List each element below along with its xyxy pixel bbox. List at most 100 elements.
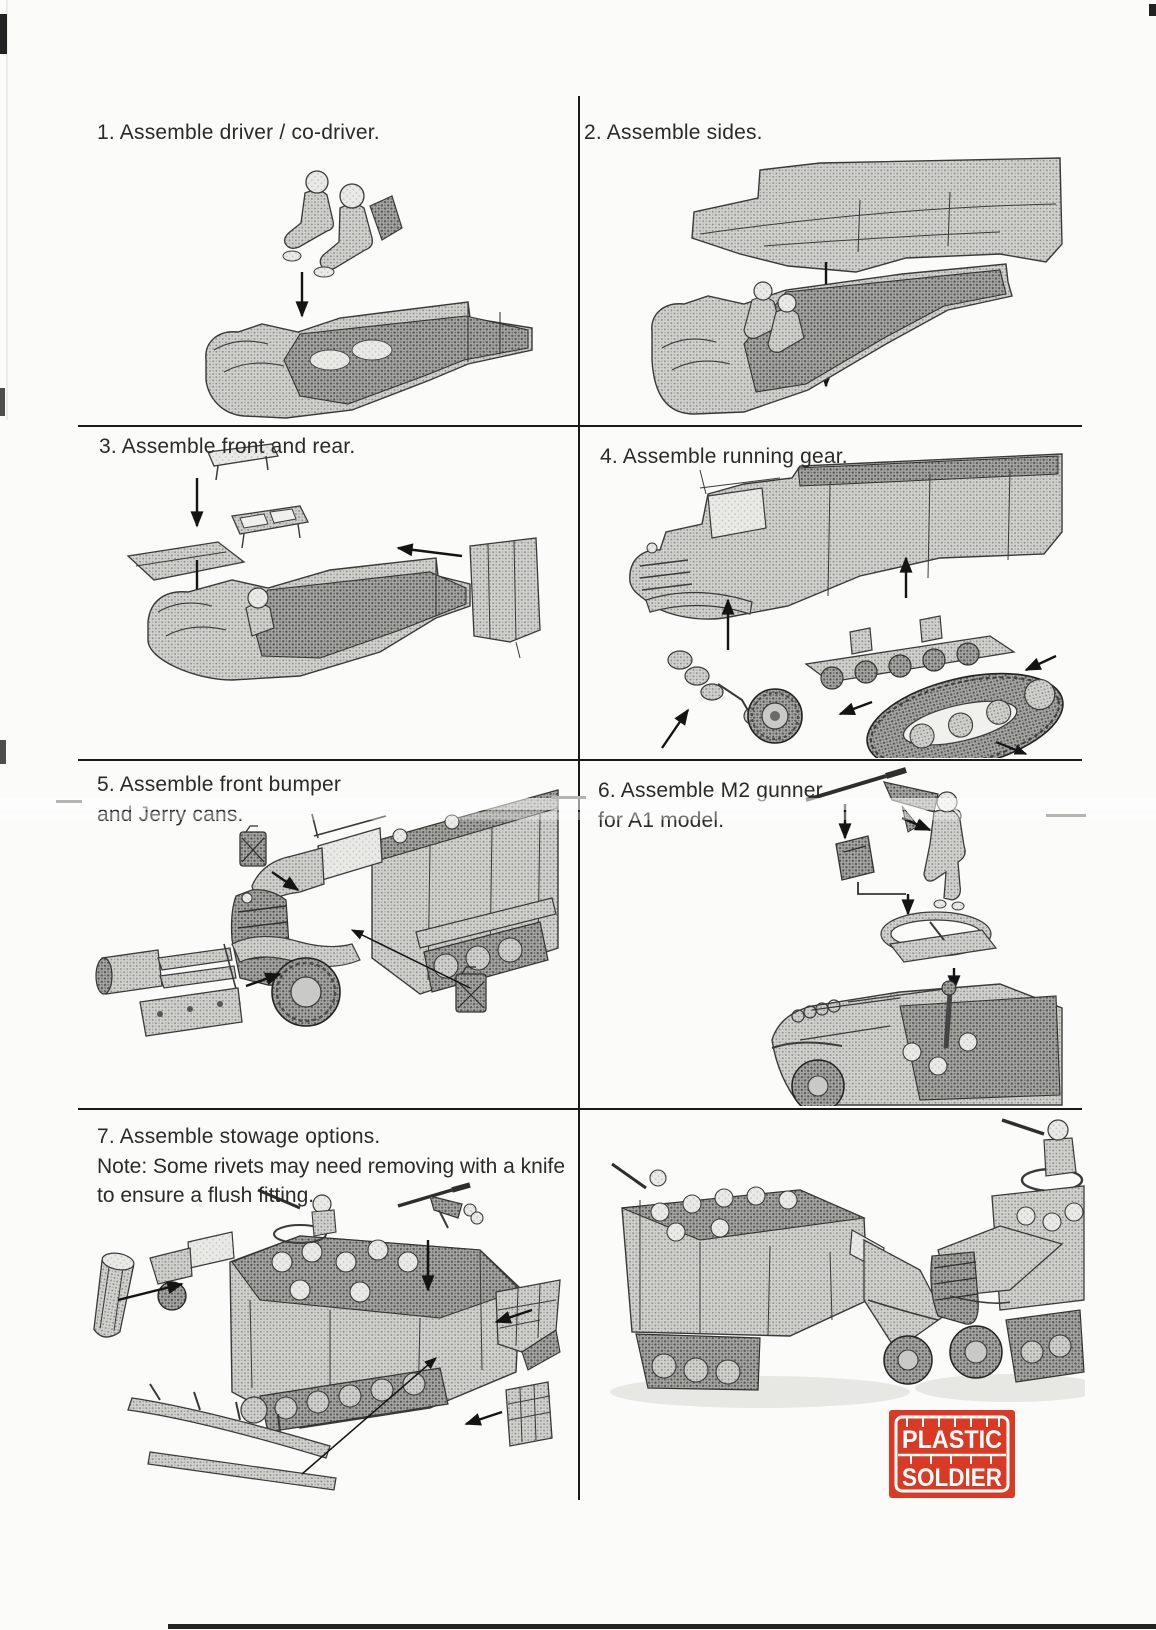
helmet-icon [247,587,269,609]
connector-line [857,882,906,895]
chassis-floor-part [205,301,533,419]
rear-ramp-part [126,541,246,581]
step-2-title-line: 2. Assemble sides. [584,121,763,144]
step-4-title: 4. Assemble running gear. [600,442,848,472]
step-2-title: 2. Assemble sides. [584,118,763,148]
right-arrow-icon [245,972,282,988]
helmet-icon [339,183,365,209]
step-7-note-line-1: Note: Some rivets may need removing with… [97,1155,566,1178]
scan-streak [0,812,1156,820]
scan-edge-mark [0,740,6,764]
completed-models-illustration [610,1118,1085,1408]
helmet-icon [349,1281,371,1303]
step-6-title: 6. Assemble M2 gunner for A1 model. [598,776,823,836]
jerry-can-part [239,825,267,867]
front-axle-parts [667,650,761,725]
helmet-icon [777,293,797,313]
helmet-icon [289,1279,311,1301]
helmet-icon [271,1251,293,1273]
step-3-title-line: 3. Assemble front and rear. [99,435,356,458]
divider-horizontal-3 [78,1108,1082,1110]
helmet-icon [1016,1206,1036,1226]
helmet-icon [397,1251,419,1273]
step-2-illustration [651,157,1063,415]
helmet-icon [958,1032,978,1052]
step-4-title-line: 4. Assemble running gear. [600,445,848,468]
driver-codriver-figures [282,170,403,278]
bogie-assembly-part [804,615,1016,690]
plastic-soldier-logo-svg: PLASTIC SOLDIER [889,1410,1015,1498]
side-panel-part [691,157,1063,273]
up-arrow-icon [661,708,689,749]
step-1-title-line: 1. Assemble driver / co-driver. [97,121,380,144]
tarp-roll-part [93,1252,135,1338]
chassis-with-crew [651,263,1013,415]
windshield-frame-part [231,505,309,549]
helmet-icon [1042,1212,1062,1232]
left-arrow-icon [494,1308,533,1324]
completed-halftrack-right [930,1118,1085,1383]
armor-shield-part [835,835,875,881]
scan-edge-mark [1149,4,1156,16]
mg-barrel-icon [257,1188,301,1210]
divider-horizontal-2 [78,759,1082,761]
rear-door-part [469,537,541,659]
helmet-icon [301,1241,323,1263]
left-arrow-icon [838,700,873,716]
windshield-top-part [207,443,279,481]
step-4-illustration [629,453,1064,758]
helmet-icon [902,1042,922,1062]
step-7-title-line: 7. Assemble stowage options. [97,1125,381,1148]
front-wheel-part [747,688,803,744]
sprue-ticks-icon [910,1456,992,1464]
helmet-icon [392,828,408,844]
ground-shadow [915,1374,1085,1402]
helmet-icon [714,1188,734,1208]
scan-dash [552,796,586,799]
pointer-line [350,929,471,989]
mine-rack-part [505,1381,553,1447]
step-6-title-line-2: for A1 model. [598,809,725,832]
left-arrow-icon [396,543,463,558]
helmet-icon [682,1194,702,1214]
left-arrow-icon [1024,654,1057,672]
headlight-icon [241,892,253,904]
helmet-icon [1064,1202,1084,1222]
sprue-ticks-icon [906,1418,1000,1427]
scan-edge-mark [0,388,5,416]
step-7-title: 7. Assemble stowage options. [97,1122,380,1152]
scan-bottom-strip [168,1624,1156,1629]
helmet-icon [444,814,460,830]
step-1-illustration [205,170,533,419]
helmet-icon [710,1218,730,1238]
mg-barrel-icon [1001,1118,1045,1136]
scan-dash [56,800,82,803]
helmet-icon [1047,1119,1069,1141]
helmet-icon [650,1202,670,1222]
logo-word-bottom: SOLDIER [902,1464,1002,1492]
right-arrow-icon [901,816,932,832]
headlight-icon [646,542,658,554]
scan-edge-mark [0,14,7,54]
step-7-illustration [93,1182,561,1491]
step-1-title: 1. Assemble driver / co-driver. [97,118,380,148]
helmet-icon [666,1222,686,1242]
step-7-note: Note: Some rivets may need removing with… [97,1152,565,1210]
helmet-icon [753,281,773,301]
pointer-line [301,1357,437,1475]
helmet-icon [367,1239,389,1261]
step-3-title: 3. Assemble front and rear. [99,432,355,462]
right-arrow-icon [995,740,1028,756]
completed-halftrack-left [611,1162,945,1391]
step-6-illustration [771,767,1063,1106]
right-arrow-icon [271,871,300,891]
helmet-icon [746,1186,766,1206]
halftrack-body-part [629,453,1063,620]
gun-pedestal-icon [943,991,953,1049]
helmet-icon [305,170,329,194]
halftrack-rear-view [149,1188,522,1433]
scan-dash [1046,814,1086,817]
m2-machine-gun-part [397,1182,484,1229]
jerry-can-part [455,966,487,1013]
